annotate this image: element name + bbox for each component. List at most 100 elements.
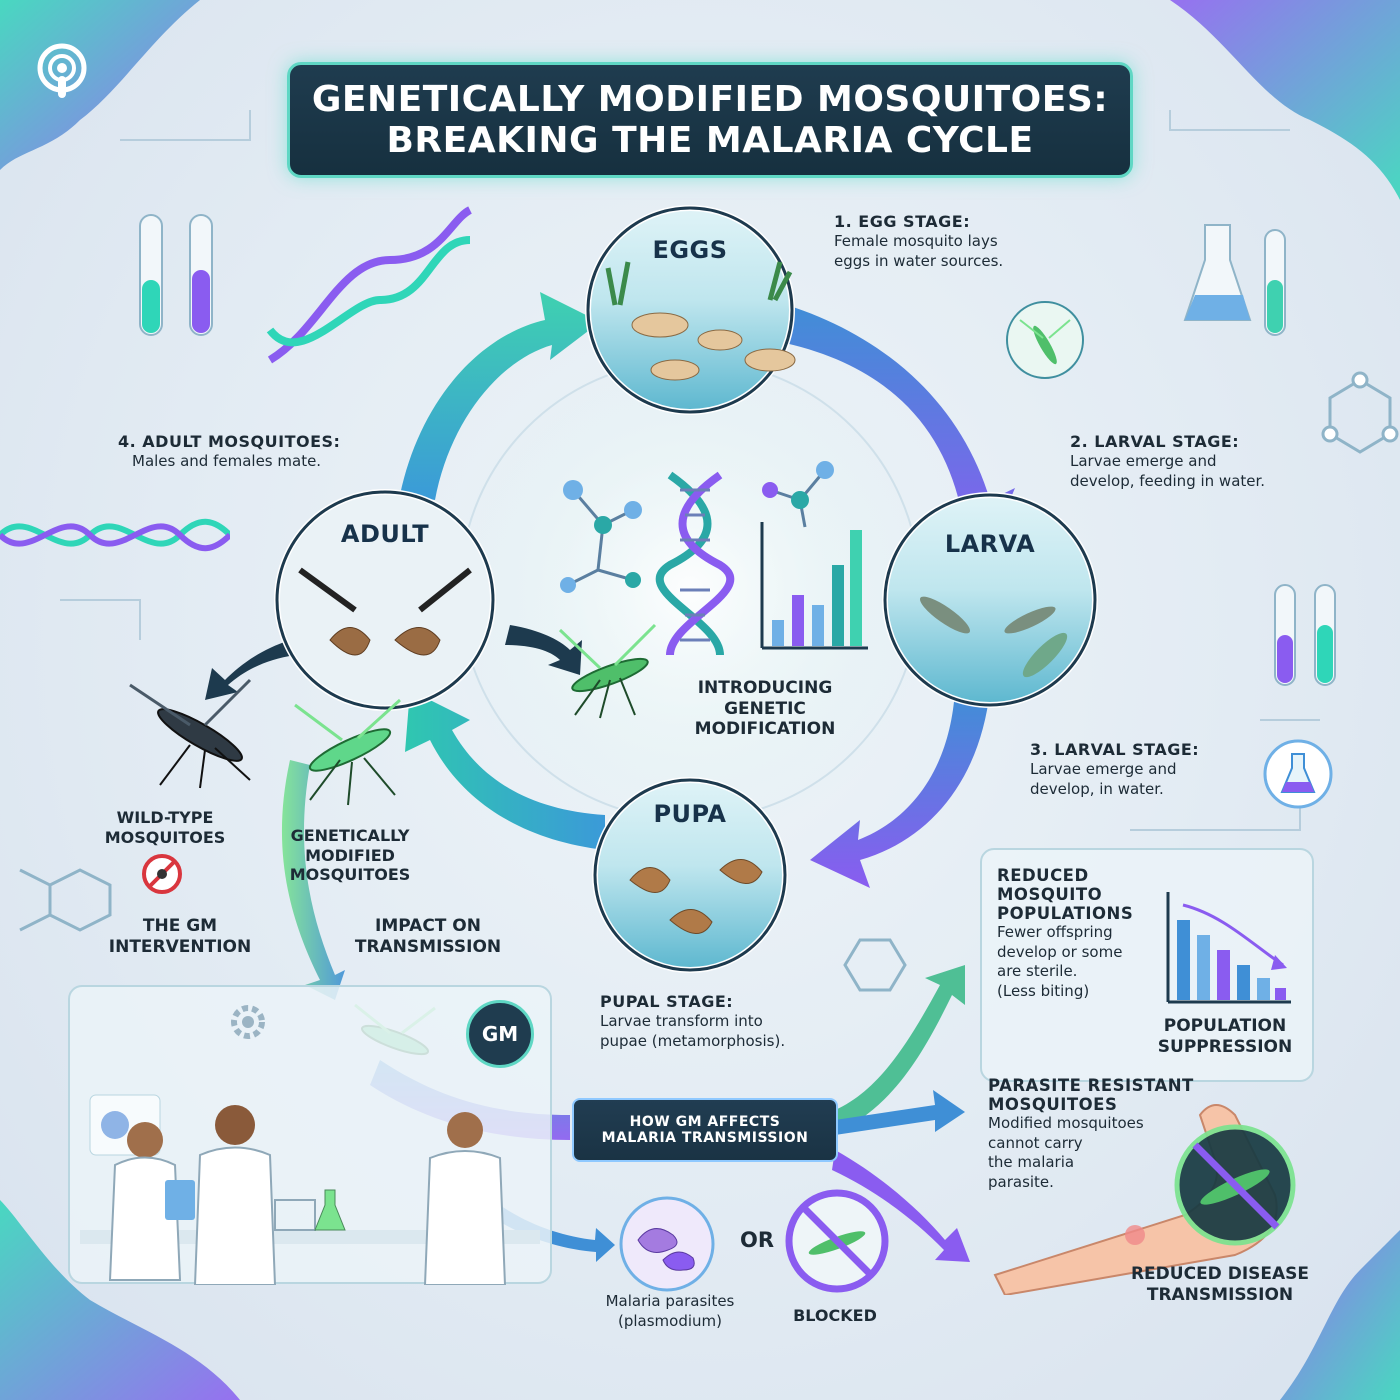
arrow-adult-to-gm xyxy=(505,625,582,675)
podcast-icon xyxy=(37,43,87,98)
molecule-icon xyxy=(843,938,907,992)
parasites-line-2: (plasmodium) xyxy=(618,1311,722,1330)
gm-mosquitoes-line-2: MODIFIED xyxy=(305,845,395,865)
reduced-heading-1: REDUCED MOSQUITO xyxy=(997,866,1103,904)
pupal-stage-text: PUPAL STAGE: Larvae transform into pupae… xyxy=(600,992,840,1052)
reduced-population-panel xyxy=(980,848,1314,1082)
gm-mosquitoes-line-1: GENETICALLY xyxy=(290,826,410,845)
egg-stage-desc-2: eggs in water sources. xyxy=(834,252,1004,271)
egg-stage-text: 1. EGG STAGE: Female mosquito lays eggs … xyxy=(834,212,1094,272)
title-line-1: GENETICALLY MODIFIED MOSQUITOES: xyxy=(311,78,1109,120)
larval2-stage-text: 3. LARVAL STAGE: Larvae emerge and devel… xyxy=(1030,740,1260,800)
dna-icon xyxy=(266,206,473,364)
prohibited-icon xyxy=(142,854,182,894)
reduced-disease-label: REDUCED DISEASE TRANSMISSION xyxy=(1120,1264,1320,1305)
mosquito-icon xyxy=(294,698,402,806)
bar-chart-icon xyxy=(760,522,868,650)
reduced-desc-1: Fewer offspring xyxy=(997,923,1113,941)
flask-icon xyxy=(1263,739,1333,809)
pupal-stage-heading: PUPAL STAGE: xyxy=(600,992,734,1011)
gm-intervention-line-2: INTERVENTION xyxy=(108,936,252,957)
gear-icon xyxy=(231,1005,265,1039)
gm-intervention-line-1: THE GM xyxy=(142,916,218,936)
arrow-adult-to-wild xyxy=(205,640,295,700)
how-box-line-1: HOW GM AFFECTS xyxy=(629,1114,781,1130)
reduced-population-text: REDUCED MOSQUITO POPULATIONS Fewer offsp… xyxy=(997,866,1197,1001)
title-banner: GENETICALLY MODIFIED MOSQUITOES: BREAKIN… xyxy=(287,62,1133,178)
mosquito-icon xyxy=(558,623,657,719)
test-tube-icon xyxy=(139,214,213,336)
resistant-desc-3: the malaria xyxy=(988,1153,1075,1171)
larval2-stage-desc-2: develop, in water. xyxy=(1030,780,1164,799)
test-tube-icon xyxy=(1274,584,1336,686)
larval1-stage-heading: 2. LARVAL STAGE: xyxy=(1070,432,1240,451)
arrow-to-parasites xyxy=(445,1170,615,1262)
arm-prohibited-icon xyxy=(993,1104,1296,1295)
larva-label: LARVA xyxy=(944,530,1036,558)
resistant-desc-1: Modified mosquitoes xyxy=(988,1114,1144,1132)
larval2-stage-desc-1: Larvae emerge and xyxy=(1030,760,1177,778)
pupal-stage-desc-1: Larvae transform into xyxy=(600,1012,763,1030)
resistant-desc-2: cannot carry xyxy=(988,1133,1083,1152)
arrow-to-resistant xyxy=(835,1090,965,1135)
arrow-gm-flow xyxy=(281,760,345,1000)
adult-stage-heading: 4. ADULT MOSQUITOES: xyxy=(118,432,341,451)
pupa-circle xyxy=(592,777,788,973)
mosquito-icon xyxy=(1006,301,1084,379)
egg-stage-heading: 1. EGG STAGE: xyxy=(834,212,971,231)
gm-badge: GM xyxy=(466,1000,534,1068)
parasites-line-1: Malaria parasites xyxy=(605,1292,735,1310)
larval1-stage-desc-2: develop, feeding in water. xyxy=(1070,472,1266,491)
suppression-line-2: SUPPRESSION xyxy=(1157,1036,1293,1057)
dna-icon xyxy=(656,471,734,656)
arrow-adult-to-eggs xyxy=(400,292,600,500)
arrow-larva-to-pupa xyxy=(810,690,990,888)
blocked-icon xyxy=(785,1189,889,1293)
egg-stage-desc-1: Female mosquito lays xyxy=(834,232,998,250)
parasite-icon xyxy=(619,1196,715,1292)
reduced-heading-2: POPULATIONS xyxy=(997,904,1134,923)
reduced-desc-3: are sterile. xyxy=(997,962,1078,980)
molecule-icon xyxy=(1321,371,1399,454)
bar-chart-icon xyxy=(1166,892,1291,1004)
pupal-stage-desc-2: pupae (metamorphosis). xyxy=(600,1032,786,1051)
arrow-to-reduced xyxy=(835,965,965,1132)
arrow-to-disease xyxy=(832,1150,970,1262)
molecule-icon xyxy=(762,461,834,528)
gm-mosquitoes-label: GENETICALLY MODIFIED MOSQUITOES xyxy=(270,826,430,885)
eggs-circle xyxy=(585,205,796,415)
larval1-stage-text: 2. LARVAL STAGE: Larvae emerge and devel… xyxy=(1070,432,1360,492)
impact-line-2: TRANSMISSION xyxy=(354,936,502,957)
how-gm-affects-box: HOW GM AFFECTS MALARIA TRANSMISSION xyxy=(572,1098,838,1162)
resistant-heading-1: PARASITE RESISTANT xyxy=(988,1076,1194,1095)
pupa-label: PUPA xyxy=(653,800,727,828)
gm-intervention-label: THE GM INTERVENTION xyxy=(90,916,270,957)
center-line-2: GENETIC xyxy=(724,698,806,719)
center-line-3: MODIFICATION xyxy=(694,719,836,740)
resistant-desc-4: parasite. xyxy=(988,1172,1054,1191)
blocked-caption: BLOCKED xyxy=(793,1306,877,1325)
parasites-caption: Malaria parasites (plasmodium) xyxy=(580,1292,760,1331)
suppression-line-1: POPULATION xyxy=(1163,1016,1287,1036)
wild-type-line-2: MOSQUITOES xyxy=(104,827,226,847)
adult-stage-text: 4. ADULT MOSQUITOES: Males and females m… xyxy=(118,432,398,471)
title-line-2: BREAKING THE MALARIA CYCLE xyxy=(386,120,1034,161)
parasite-resistant-text: PARASITE RESISTANT MOSQUITOES Modified m… xyxy=(988,1076,1208,1192)
mosquito-icon xyxy=(129,678,252,789)
adult-label: ADULT xyxy=(340,520,430,548)
disease-line-2: TRANSMISSION xyxy=(1146,1284,1294,1305)
how-box-line-2: MALARIA TRANSMISSION xyxy=(601,1130,809,1146)
gm-mosquitoes-line-3: MOSQUITOES xyxy=(289,865,411,885)
larva-circle xyxy=(882,492,1098,708)
dna-icon xyxy=(0,518,230,552)
population-suppression-label: POPULATION SUPPRESSION xyxy=(1140,1016,1310,1057)
center-title: INTRODUCING GENETIC MODIFICATION xyxy=(670,678,860,740)
adult-circle xyxy=(274,489,496,711)
wild-type-line-1: WILD-TYPE xyxy=(116,808,214,827)
molecule-icon xyxy=(19,868,112,932)
disease-line-1: REDUCED DISEASE xyxy=(1130,1264,1310,1284)
eggs-label: EGGS xyxy=(652,236,728,264)
wild-type-label: WILD-TYPE MOSQUITOES xyxy=(90,808,240,847)
impact-line-1: IMPACT ON xyxy=(375,916,481,936)
impact-label: IMPACT ON TRANSMISSION xyxy=(348,916,508,957)
